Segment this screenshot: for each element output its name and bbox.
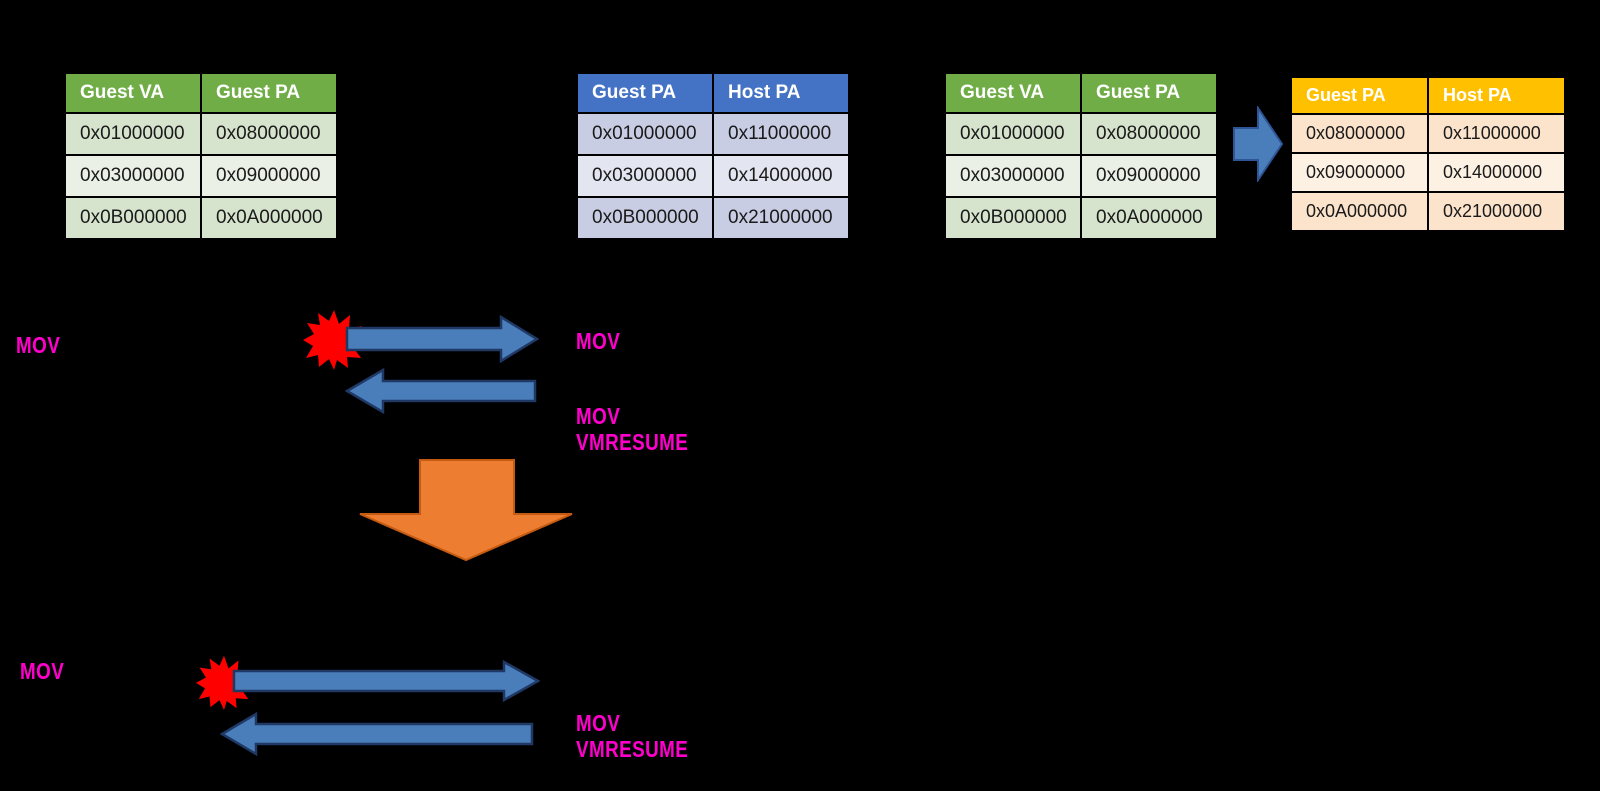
cell-guest-va: 0x0B000000 [946, 198, 1080, 238]
cell-host-pa: 0x11000000 [714, 114, 848, 154]
cell-guest-va: 0x0B000000 [66, 198, 200, 238]
mov-vmresume-line-2: VMRESUME [576, 428, 689, 455]
column-header-guest-pa: Guest PA [1292, 78, 1427, 113]
cell-guest-pa: 0x08000000 [1082, 114, 1216, 154]
starburst-icon [303, 308, 365, 375]
column-header-guest-va: Guest VA [946, 74, 1080, 112]
column-header-host-pa: Host PA [1429, 78, 1564, 113]
table-row: 0x0B000000 0x21000000 [578, 198, 848, 238]
table-row: 0x01000000 0x08000000 [66, 114, 336, 154]
table-header-row: Guest VA Guest PA [946, 74, 1216, 112]
starburst-icon [196, 654, 252, 715]
cell-guest-pa: 0x0A000000 [1292, 193, 1427, 230]
merged-table: Guest PA Host PA 0x08000000 0x11000000 0… [1290, 76, 1566, 232]
table-row: 0x08000000 0x11000000 [1292, 115, 1564, 152]
arrow-right-icon [1232, 106, 1284, 182]
column-header-host-pa: Host PA [714, 74, 848, 112]
cell-host-pa: 0x11000000 [1429, 115, 1564, 152]
cell-guest-pa: 0x08000000 [1292, 115, 1427, 152]
mov-vmresume-label-bottom: MOV VMRESUME [576, 710, 688, 762]
column-header-guest-va: Guest VA [66, 74, 200, 112]
cell-host-pa: 0x14000000 [714, 156, 848, 196]
cell-host-pa: 0x21000000 [714, 198, 848, 238]
table-row: 0x01000000 0x08000000 [946, 114, 1216, 154]
table-row: 0x09000000 0x14000000 [1292, 154, 1564, 191]
cell-guest-pa: 0x0B000000 [578, 198, 712, 238]
cell-guest-pa: 0x09000000 [1082, 156, 1216, 196]
cell-guest-va: 0x01000000 [66, 114, 200, 154]
cell-guest-pa: 0x09000000 [1292, 154, 1427, 191]
cell-guest-pa: 0x09000000 [202, 156, 336, 196]
mov-label-guest-bottom: MOV [20, 658, 65, 684]
table-row: 0x0B000000 0x0A000000 [66, 198, 336, 238]
cell-host-pa: 0x14000000 [1429, 154, 1564, 191]
mov-vmresume-line-2: VMRESUME [576, 735, 689, 762]
table-header-row: Guest VA Guest PA [66, 74, 336, 112]
table-row: 0x03000000 0x09000000 [66, 156, 336, 196]
column-header-guest-pa: Guest PA [1082, 74, 1216, 112]
cell-host-pa: 0x21000000 [1429, 193, 1564, 230]
cell-guest-pa: 0x08000000 [202, 114, 336, 154]
cell-guest-va: 0x01000000 [946, 114, 1080, 154]
table-header-row: Guest PA Host PA [1292, 78, 1564, 113]
table-row: 0x0B000000 0x0A000000 [946, 198, 1216, 238]
arrow-down-icon [358, 458, 574, 562]
guest-page-table: Guest VA Guest PA 0x01000000 0x08000000 … [64, 72, 338, 240]
mov-vmresume-line-1: MOV [576, 710, 621, 736]
arrow-left-host-to-guest-bottom [220, 712, 534, 756]
cell-guest-pa: 0x0A000000 [1082, 198, 1216, 238]
arrow-left-host-to-guest-top [345, 368, 537, 414]
arrow-right-guest-to-host-top [345, 315, 539, 363]
table-header-row: Guest PA Host PA [578, 74, 848, 112]
column-header-guest-pa: Guest PA [202, 74, 336, 112]
table-row: 0x03000000 0x14000000 [578, 156, 848, 196]
mov-label-host-top: MOV [576, 328, 621, 354]
mov-vmresume-line-1: MOV [576, 403, 621, 429]
mov-vmresume-label-top: MOV VMRESUME [576, 403, 688, 455]
cell-guest-pa: 0x01000000 [578, 114, 712, 154]
arrow-right-guest-to-host-bottom [232, 660, 540, 702]
cell-guest-pa: 0x03000000 [578, 156, 712, 196]
table-row: 0x01000000 0x11000000 [578, 114, 848, 154]
cell-guest-va: 0x03000000 [66, 156, 200, 196]
cell-guest-va: 0x03000000 [946, 156, 1080, 196]
mov-label-guest-top: MOV [16, 332, 61, 358]
guest-page-table-2: Guest VA Guest PA 0x01000000 0x08000000 … [944, 72, 1218, 240]
table-row: 0x0A000000 0x21000000 [1292, 193, 1564, 230]
cell-guest-pa: 0x0A000000 [202, 198, 336, 238]
table-row: 0x03000000 0x09000000 [946, 156, 1216, 196]
ept-table: Guest PA Host PA 0x01000000 0x11000000 0… [576, 72, 850, 240]
column-header-guest-pa: Guest PA [578, 74, 712, 112]
